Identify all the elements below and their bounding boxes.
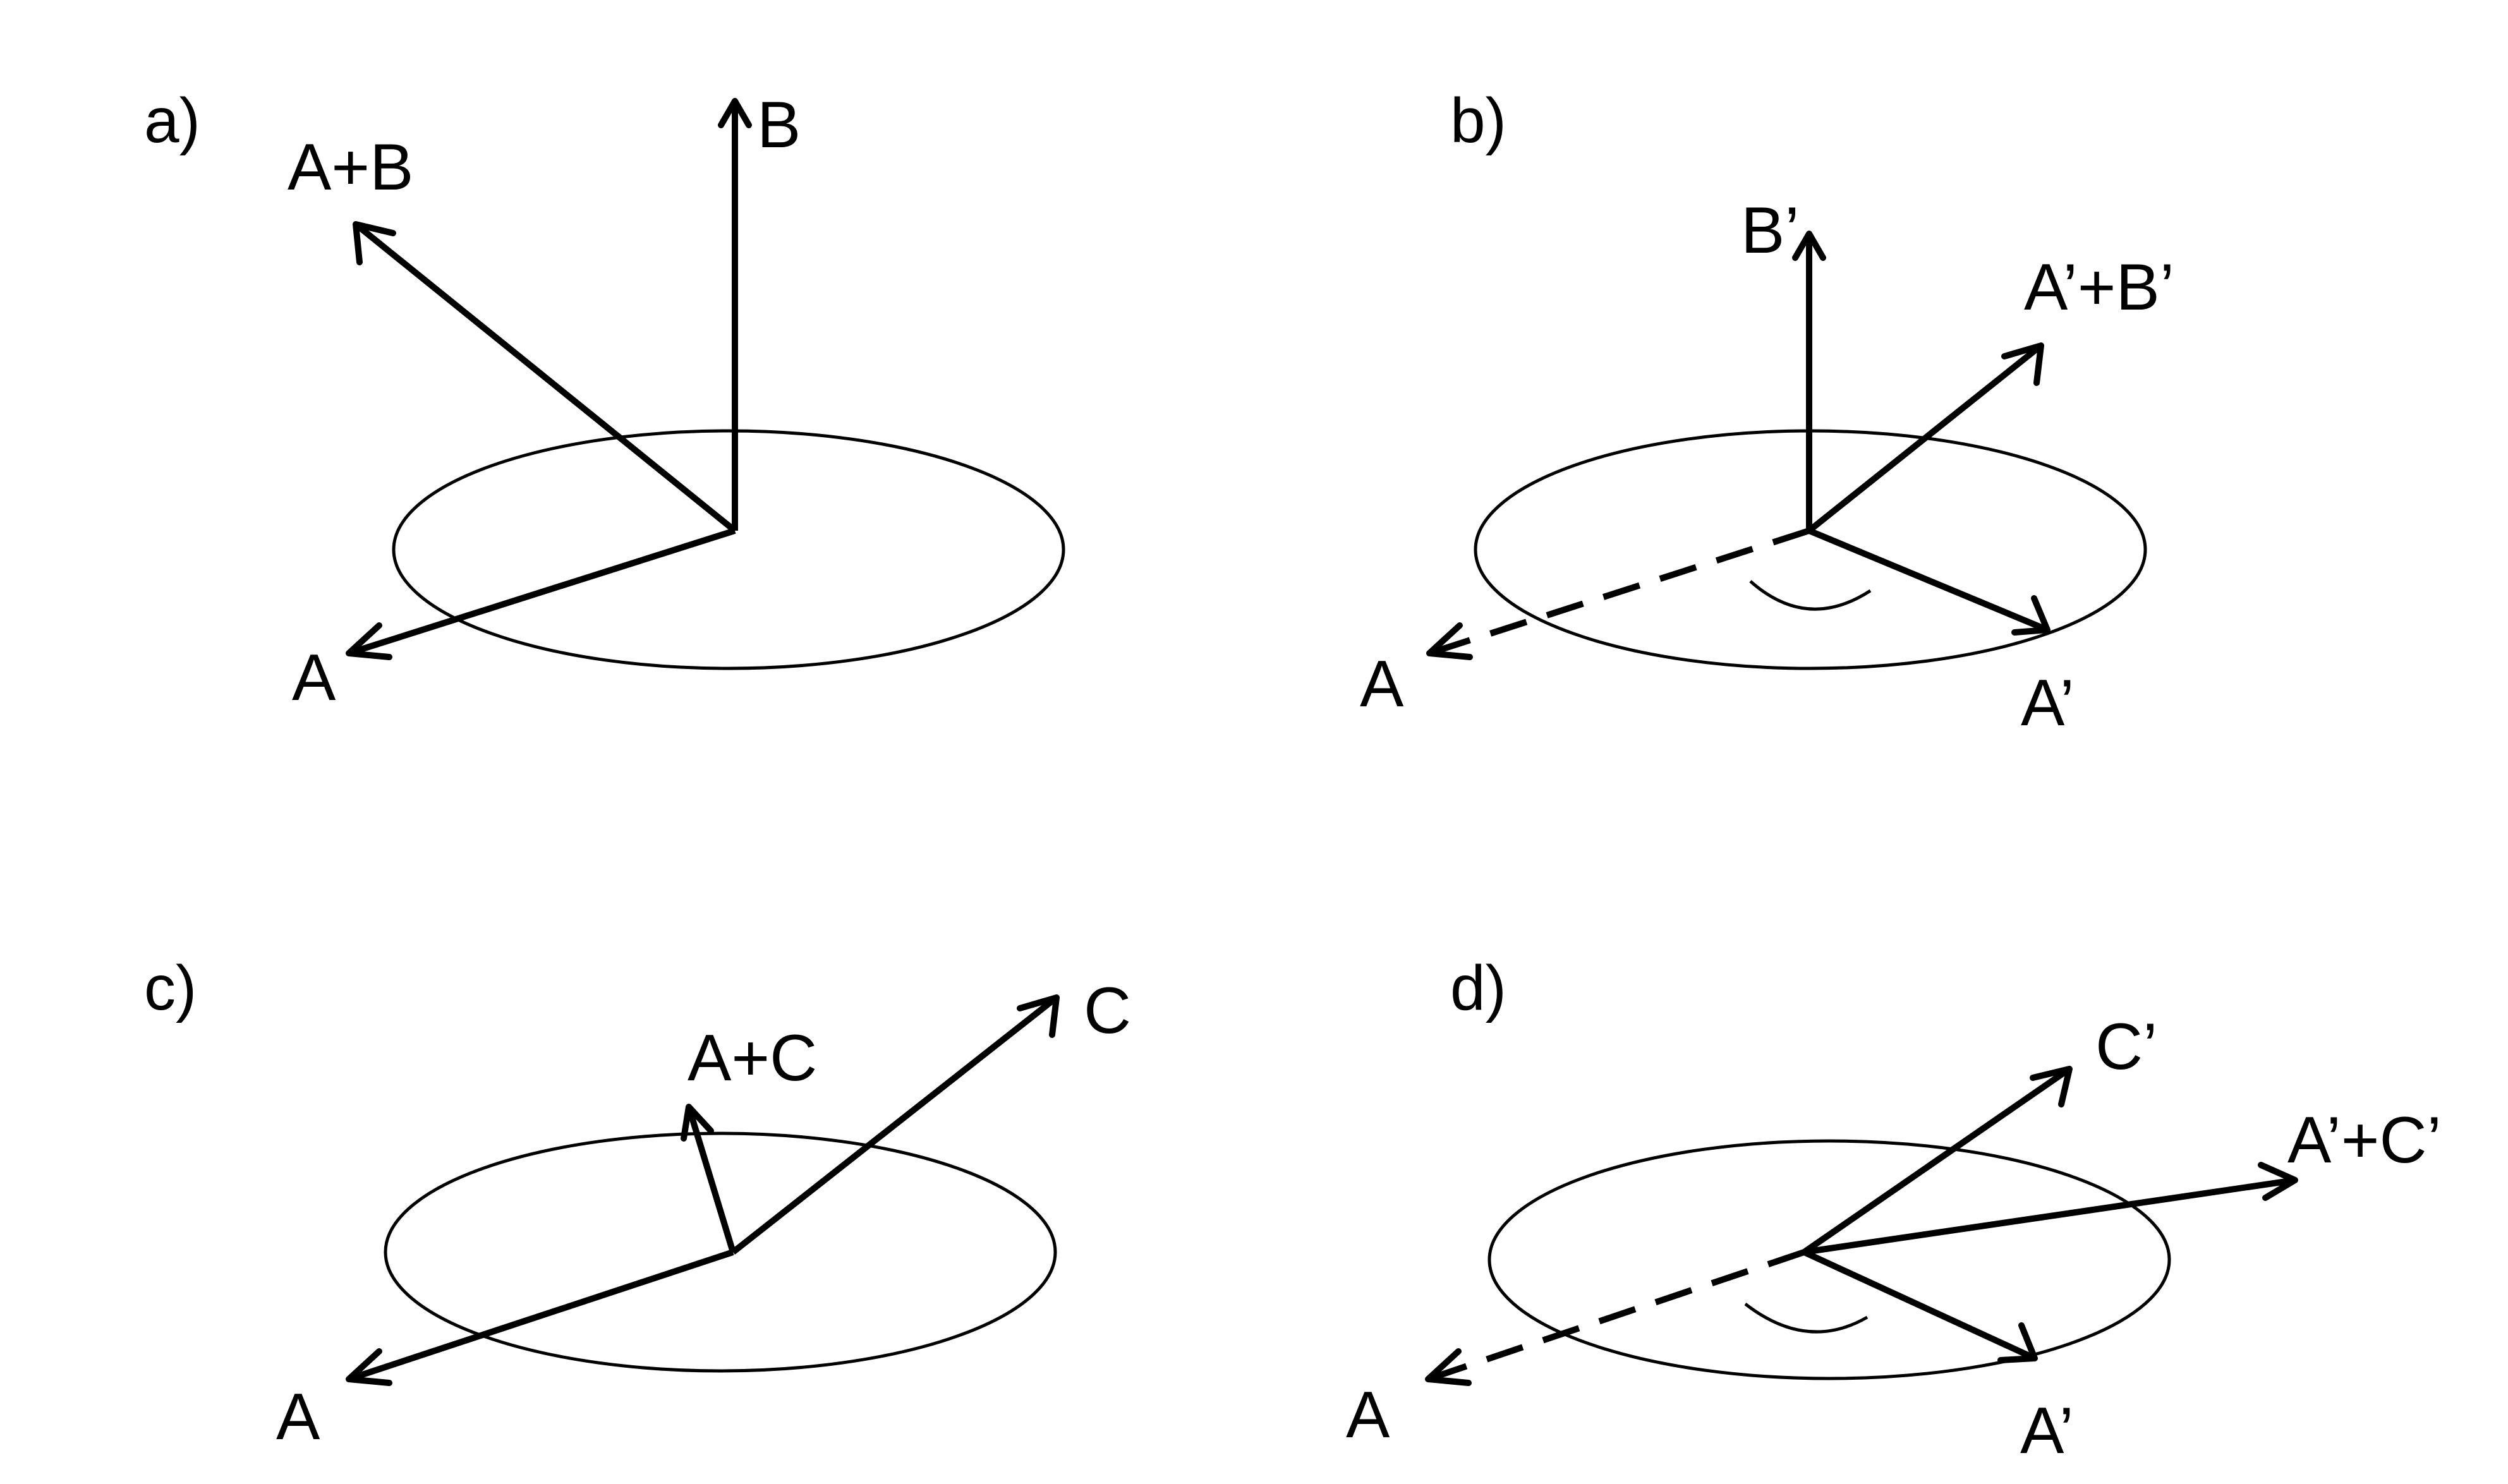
- panel-a-label: a): [144, 85, 200, 156]
- panel-c-label-AplusC: A+C: [688, 1022, 817, 1095]
- panel-a-label-B: B: [757, 88, 801, 162]
- panel-a-vector-AplusB: [353, 222, 737, 533]
- panel-a: a) A+B B A: [144, 85, 1065, 715]
- panel-a-arrowhead-B: [718, 98, 752, 128]
- panel-b-label-Aprime: A’: [2021, 667, 2075, 740]
- panel-a-arrowhead-A: [346, 622, 392, 660]
- panel-d-vector-Cprime: [1802, 1066, 2071, 1255]
- panel-c-arrowhead-AplusC: [681, 1104, 714, 1142]
- panel-b-vector-AprimePlusBprime: [1807, 343, 2044, 533]
- panel-c-vector-AplusC: [686, 1106, 736, 1253]
- panel-c-ellipse: [384, 1131, 1057, 1373]
- panel-d-label-A: A: [1346, 1378, 1390, 1452]
- panel-d-label-Aprime: A’: [2020, 1394, 2074, 1468]
- panel-a-label-AplusB: A+B: [288, 131, 413, 204]
- panel-b-vector-Aprime: [1808, 528, 2049, 633]
- panel-c-arrowhead-A: [346, 1348, 392, 1386]
- panel-b-label-Bprime: B’: [1741, 194, 1799, 267]
- panel-d-label-Cprime: C’: [2095, 1010, 2157, 1083]
- panel-b-arrowhead-A: [1426, 622, 1473, 660]
- panel-c: c) A+C C A: [144, 953, 1131, 1454]
- panel-b-arrowhead-AprimePlusBprime: [2001, 342, 2044, 386]
- panel-b-label-AprimePlusBprime: A’+B’: [2024, 251, 2174, 324]
- panel-d-label-AprimePlusCprime: A’+C’: [2287, 1104, 2442, 1177]
- panel-b-angle-arc: [1749, 580, 1872, 611]
- panel-a-vector-A: [348, 528, 736, 656]
- panel-d-vector-Aprime: [1802, 1249, 2037, 1361]
- panel-b: b) B’ A’+B’ A A’: [1360, 85, 2174, 740]
- panel-c-label-C: C: [1084, 974, 1131, 1047]
- panel-b-vector-A: [1428, 528, 1810, 656]
- panel-c-vector-C: [730, 995, 1059, 1255]
- panel-d-label: d): [1450, 953, 1506, 1023]
- panel-c-label: c): [144, 953, 197, 1023]
- panel-d-vector-A: [1427, 1249, 1805, 1382]
- panel-d-angle-arc: [1744, 1303, 1869, 1334]
- panel-d-arrowhead-Cprime: [2030, 1066, 2073, 1107]
- panel-a-arrowhead-AplusB: [353, 221, 396, 265]
- panel-d: d) C’ A’+C’ A A’: [1346, 953, 2442, 1468]
- panel-b-label: b): [1450, 85, 1506, 156]
- panel-b-label-A: A: [1360, 648, 1404, 721]
- panel-a-ellipse: [392, 429, 1065, 670]
- panel-d-arrowhead-AprimePlusCprime: [2258, 1162, 2298, 1201]
- panel-a-label-A: A: [292, 641, 336, 715]
- panel-d-ellipse: [1487, 1139, 2171, 1380]
- panel-b-arrowhead-Aprime: [2011, 595, 2051, 636]
- panel-c-label-A: A: [276, 1380, 320, 1454]
- panel-c-vector-A: [348, 1249, 734, 1382]
- panel-b-arrowhead-Bprime: [1792, 231, 1826, 261]
- panel-c-arrowhead-C: [1017, 994, 1060, 1038]
- panel-d-vector-AprimePlusCprime: [1803, 1177, 2296, 1255]
- panel-d-arrowhead-Aprime: [1997, 1322, 2038, 1363]
- panel-d-arrowhead-A: [1425, 1348, 1472, 1386]
